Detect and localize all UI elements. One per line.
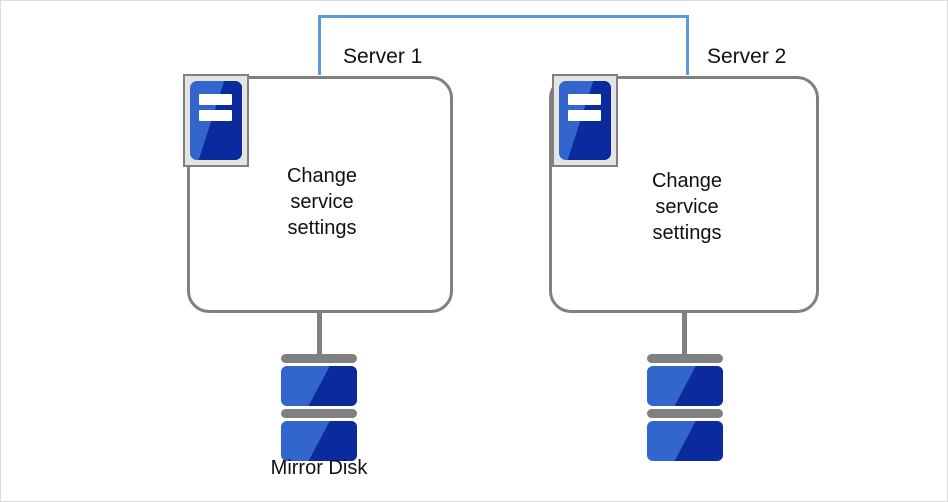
connector-left-leg	[318, 15, 321, 75]
server-icon-bar-top	[198, 94, 232, 106]
server-icon-bar-bottom	[567, 110, 601, 121]
disk-block-shading	[281, 366, 357, 406]
disk-block-shading	[647, 366, 723, 406]
server-2-disk-connector	[682, 311, 687, 357]
server-icon-bar-bottom	[198, 110, 232, 121]
disk-plate-middle	[647, 409, 723, 418]
server-icon-bar-top	[567, 94, 601, 106]
disk-plate-top	[281, 354, 357, 363]
server-node-2: Server 2 Change service settings	[1, 1, 819, 501]
disk-plate-middle	[281, 409, 357, 418]
server-1-disk-connector	[317, 311, 322, 357]
disk-stack-icon-1	[281, 354, 357, 461]
disk-plate-top	[647, 354, 723, 363]
server-icon-body	[559, 81, 611, 160]
server-machine-icon	[552, 74, 618, 167]
connector-right-leg	[686, 15, 689, 75]
disk-block-lower	[281, 421, 357, 461]
disk-block-shading	[281, 421, 357, 461]
server-icon-body	[190, 81, 242, 160]
connector-top-bar	[318, 15, 689, 18]
disk-stack-icon-2	[647, 354, 723, 461]
disk-block-shading	[647, 421, 723, 461]
server-1-body-text: Change service settings	[286, 165, 358, 239]
disk-block-lower	[647, 421, 723, 461]
disk-block-upper	[281, 366, 357, 406]
disk-block-upper	[647, 366, 723, 406]
server-2-label: Server 2	[707, 45, 787, 68]
server-2-body-text: Change service settings	[651, 170, 723, 244]
mirror-disk-label: Mirror Disk	[270, 457, 368, 479]
server-node-1: Server 1 Change service settings M	[1, 1, 475, 501]
server-machine-icon	[183, 74, 249, 167]
server-1-label: Server 1	[343, 45, 423, 68]
